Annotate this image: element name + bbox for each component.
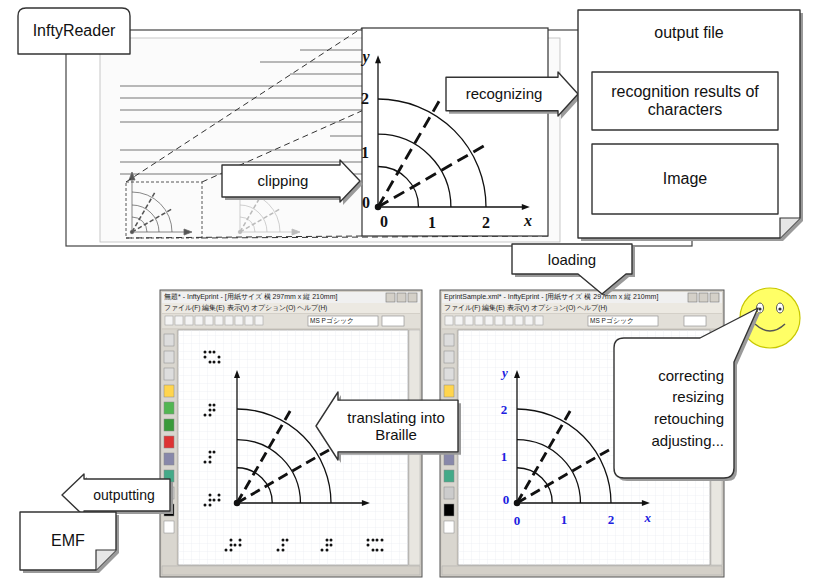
axis-label: 1 [561,513,568,526]
zoom-lines [126,28,548,238]
clipped-graph-box [362,28,548,236]
axis-label: 2 [608,513,615,526]
axis-label: 0 [362,195,370,211]
node-text: recognizing [466,85,543,102]
window-text: MS Pゴシック [590,318,634,325]
node-text: output file [654,24,723,42]
node-text: InftyReader [33,22,116,40]
node-text: outputting [93,487,155,503]
axis-label: 2 [361,91,369,107]
axis-label: 0 [514,514,521,527]
node-outline [614,338,734,478]
node-text: EMF [51,532,85,550]
axis-label: y [362,49,369,65]
step-arrow: outputting [62,474,170,516]
window-text: 無題* - InftyEprint - [用紙サイズ 横 297mm x 縦 2… [164,293,337,300]
axis-label: 2 [501,403,508,416]
axis-label: 1 [361,145,369,161]
node-text: Image [663,170,707,188]
axis-label: y [502,366,508,379]
node-text: loading [548,251,596,268]
node-text: clipping [258,172,309,189]
step-arrow: loading [512,244,632,294]
axis-label: 1 [501,450,508,463]
window-text: ファイル(F) 編集(E) 表示(V) オプション(O) ヘルプ(H) [164,305,327,312]
node-text: translating into Braille [340,409,452,444]
content-box: recognition results of characters [592,72,778,130]
window-text: EprintSample.xml* - InftyEprint - [用紙サイズ… [444,293,658,300]
axis-label: x [644,511,651,524]
document-shape: InftyReader [18,8,130,54]
node-text: recognition results of characters [598,83,772,120]
clip-region [126,182,202,238]
step-arrow: recognizing [446,72,578,116]
axis-label: 0 [503,493,510,506]
document-shape: EMF [20,512,116,570]
content-box: Image [592,144,778,214]
axis-label: 2 [482,215,490,231]
app-window [440,290,724,577]
window-text: MS Pゴシック [310,318,354,325]
speech-bubble: correcting resizing retouching adjusting… [614,338,734,478]
document-shape: output file recognition results of charac… [578,10,800,238]
node-text: correcting resizing retouching adjusting… [651,365,724,452]
step-arrow: clipping [222,160,360,202]
step-arrow: translating into Braille [316,392,458,460]
window-text: ファイル(F) 編集(E) 表示(V) オプション(O) ヘルプ(H) [444,305,607,312]
axis-label: 0 [380,214,388,230]
axis-label: 1 [428,215,436,231]
thumbnail-graph [129,172,192,235]
axis-label: x [524,213,532,229]
